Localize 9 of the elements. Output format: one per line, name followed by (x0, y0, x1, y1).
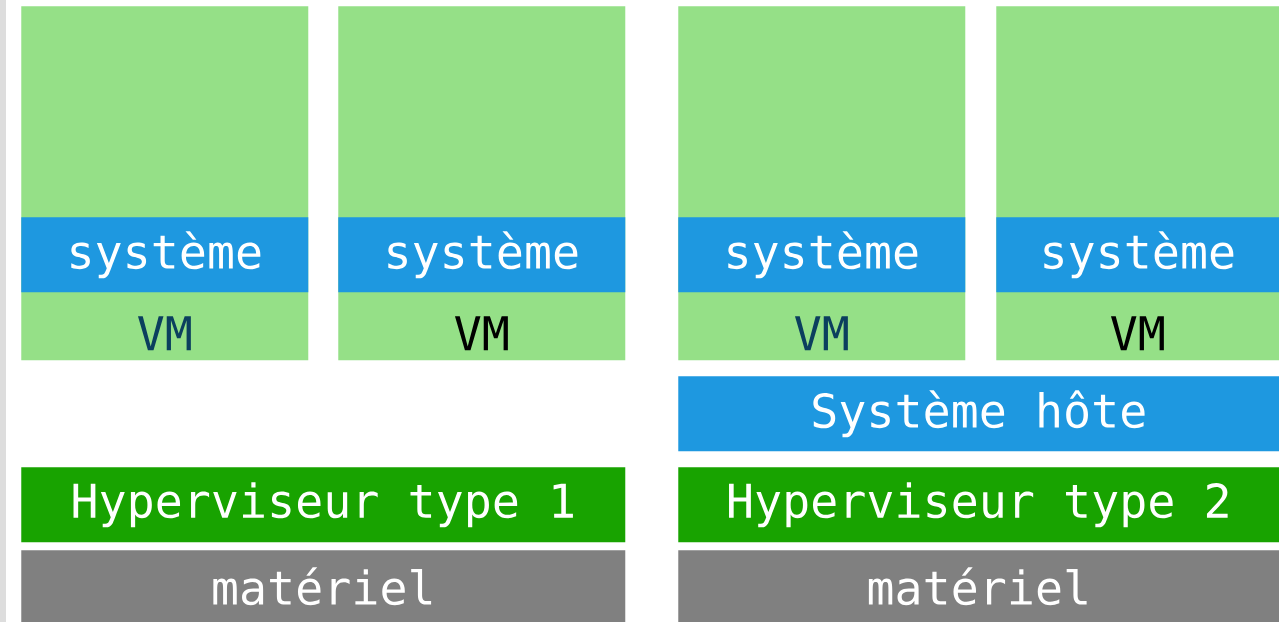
system-layer: Système hôte (678, 376, 1279, 452)
system-layer: système (678, 217, 966, 293)
hardware-layer: matériel (678, 550, 1279, 622)
hypervisor-layer: Hyperviseur type 1 (21, 467, 626, 543)
system-layer: système (996, 217, 1279, 293)
system-layer: système (21, 217, 309, 293)
system-layer: système (338, 217, 626, 293)
hypervisor-layer: Hyperviseur type 2 (678, 467, 1279, 543)
hardware-layer: matériel (21, 550, 626, 622)
